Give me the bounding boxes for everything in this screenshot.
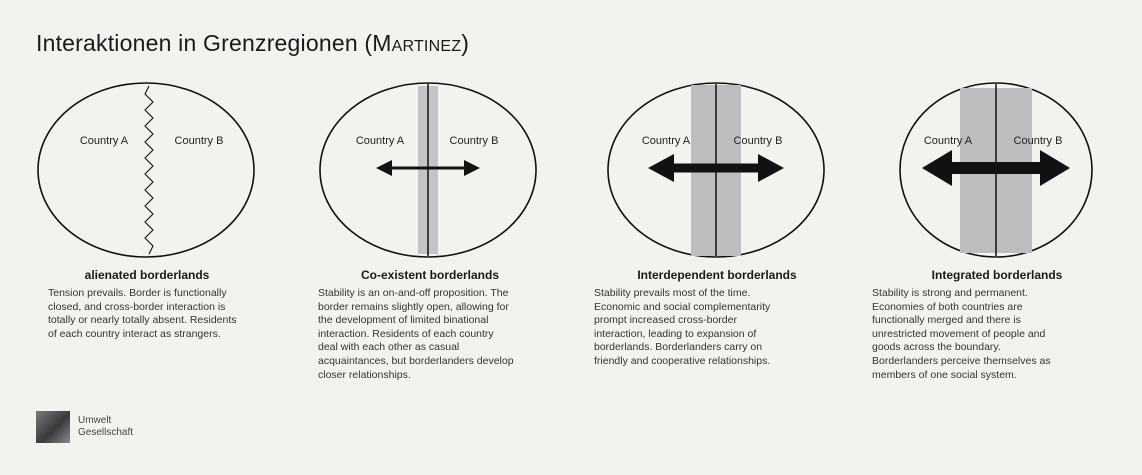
publisher-logo	[36, 411, 70, 443]
diagram-interdependent: Country A Country B	[607, 82, 825, 258]
title-close: )	[461, 30, 470, 56]
country-b-label: Country B	[734, 135, 783, 147]
title-text: Interaktionen in Grenzregionen (	[36, 30, 373, 56]
region-circle	[37, 82, 255, 258]
diagram-coexistent: Country A Country B	[319, 82, 537, 258]
country-a-label: Country A	[80, 135, 129, 147]
title-author-initial: M	[372, 30, 392, 56]
heading-alienated: alienated borderlands	[84, 268, 210, 282]
figure-title: Interaktionen in Grenzregionen (MARTINEZ…	[36, 30, 469, 57]
diagram-alienated: Country A Country B	[37, 82, 255, 258]
desc-interdependent: Stability prevails most of the time. Eco…	[594, 287, 771, 367]
heading-interdependent: Interdependent borderlands	[637, 268, 797, 282]
interaction-arrow-right-head	[758, 154, 784, 182]
heading-integrated: Integrated borderlands	[931, 268, 1063, 282]
desc-coexistent: Stability is an on-and-off proposition. …	[318, 287, 514, 381]
region-circle	[607, 82, 825, 258]
desc-alienated: Tension prevails. Border is functionally…	[48, 287, 237, 340]
panel-alienated: Country A Country B	[36, 82, 286, 262]
country-a-label: Country A	[356, 135, 405, 147]
panel-coexistent: Country A Country B	[318, 82, 568, 262]
publisher-line-2: Gesellschaft	[78, 427, 134, 438]
panel-integrated: Country A Country B	[886, 82, 1136, 262]
publisher-text: Umwelt Gesellschaft	[78, 415, 133, 439]
country-a-label: Country A	[924, 135, 973, 147]
diagram-integrated: Country A Country B	[899, 82, 1093, 258]
interaction-arrow-left-head	[922, 150, 952, 186]
region-circle	[319, 82, 537, 258]
border-line-zigzag	[144, 85, 154, 255]
publisher-footer: Umwelt Gesellschaft	[36, 411, 133, 443]
publisher-line-1: Umwelt	[78, 415, 112, 426]
country-a-label: Country A	[642, 135, 691, 147]
title-author: MARTINEZ	[372, 30, 461, 56]
interaction-arrow-right-head	[464, 160, 480, 176]
country-b-label: Country B	[1014, 135, 1063, 147]
desc-integrated: Stability is strong and permanent. Econo…	[872, 287, 1051, 381]
heading-coexistent: Co-existent borderlands	[360, 268, 500, 282]
interaction-arrow-right-head	[1040, 150, 1070, 186]
region-circle	[899, 82, 1093, 258]
panel-interdependent: Country A Country B	[606, 82, 856, 262]
title-author-rest: ARTINEZ	[391, 38, 462, 55]
country-b-label: Country B	[175, 135, 224, 147]
interaction-arrow-left-head	[648, 154, 674, 182]
interaction-arrow-left-head	[376, 160, 392, 176]
country-b-label: Country B	[450, 135, 499, 147]
